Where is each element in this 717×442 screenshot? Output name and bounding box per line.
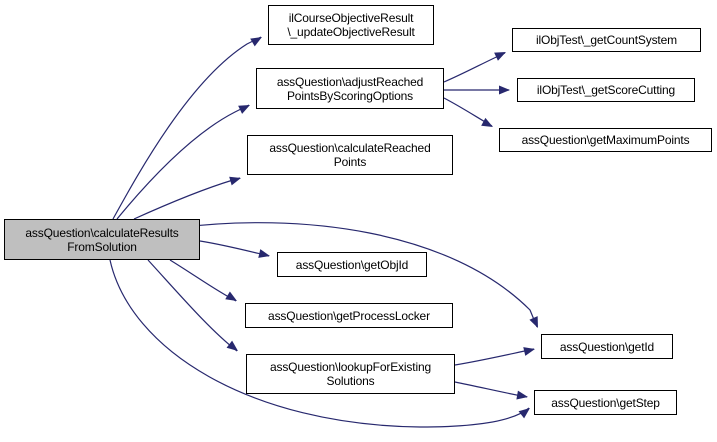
graph-node-getStep[interactable]: assQuestion\getStep	[534, 390, 677, 415]
arrow-getId-curve	[529, 316, 538, 328]
graph-node-getObjId[interactable]: assQuestion\getObjId	[277, 252, 427, 277]
arrow-lookupForExisting	[226, 340, 238, 351]
edge-to-calculateReachedPoints	[133, 177, 241, 220]
graph-node-getProcessLocker[interactable]: assQuestion\getProcessLocker	[245, 303, 453, 328]
arrow-getCountSystem	[494, 52, 506, 61]
graph-node-label-getId: assQuestion\getId	[559, 339, 655, 354]
arrow-getStep-curve	[518, 408, 530, 419]
edge-to-adjustReachedPoints	[116, 104, 250, 220]
edge-to-getProcessLocker	[169, 259, 237, 302]
graph-node-lookupForExistingSolutions[interactable]: assQuestion\lookupForExisting Solutions	[246, 354, 455, 394]
graph-node-label-calculateReachedPoints: assQuestion\calculateReached Points	[269, 141, 431, 169]
graph-node-label-getObjId: assQuestion\getObjId	[295, 257, 409, 272]
edge-lookup-to-getId	[454, 348, 535, 366]
edge-adjust-to-getMaximumPoints	[443, 97, 493, 127]
graph-node-getId[interactable]: assQuestion\getId	[541, 334, 673, 359]
edge-to-lookupForExisting	[147, 259, 238, 352]
graph-node-label-adjustReachedPointsByScoringOptions: assQuestion\adjustReached PointsByScorin…	[276, 74, 424, 103]
graph-node-label-getProcessLocker: assQuestion\getProcessLocker	[268, 308, 430, 323]
arrow-getMaximumPoints	[481, 117, 493, 127]
arrow-getObjId	[258, 249, 270, 258]
graph-node-getScoreCutting[interactable]: ilObjTest\_getScoreCutting	[517, 78, 695, 102]
edge-to-getStep-curve	[109, 259, 530, 428]
graph-node-getCountSystem[interactable]: ilObjTest\_getCountSystem	[512, 28, 701, 52]
graph-node-label-getScoreCutting: ilObjTest\_getScoreCutting	[536, 83, 676, 97]
arrow-lookup-getStep	[516, 390, 528, 400]
arrow-adjustReachedPoints	[238, 105, 250, 114]
edge-to-getObjId	[199, 240, 270, 257]
edge-to-updateObjectiveResult	[112, 36, 262, 220]
arrow-getScoreCutting	[499, 85, 510, 95]
graph-node-getMaximumPoints[interactable]: assQuestion\getMaximumPoints	[499, 128, 712, 152]
graph-node-adjustReachedPointsByScoringOptions[interactable]: assQuestion\adjustReached PointsByScorin…	[256, 68, 444, 109]
graph-node-label-lookupForExistingSolutions: assQuestion\lookupForExisting Solutions	[269, 360, 432, 388]
graph-node-calculateResultsFromSolution[interactable]: assQuestion\calculateResults FromSolutio…	[4, 219, 200, 260]
arrow-getProcessLocker	[225, 291, 237, 301]
graph-node-label-getMaximumPoints: assQuestion\getMaximumPoints	[521, 133, 690, 147]
arrow-calculateReachedPoints	[229, 176, 241, 186]
graph-node-label-calculateResultsFromSolution: assQuestion\calculateResults FromSolutio…	[25, 225, 179, 254]
edge-lookup-to-getStep	[454, 381, 528, 398]
edge-adjust-to-getCountSystem	[443, 52, 506, 83]
graph-node-label-updateObjectiveResult: ilCourseObjectiveResult \_updateObjectiv…	[287, 11, 415, 39]
arrow-updateObjectiveResult	[250, 37, 262, 47]
graph-node-calculateReachedPoints[interactable]: assQuestion\calculateReached Points	[247, 135, 453, 175]
graph-node-label-getCountSystem: ilObjTest\_getCountSystem	[536, 33, 677, 47]
graph-node-label-getStep: assQuestion\getStep	[551, 395, 660, 410]
arrow-lookup-getId	[523, 347, 535, 356]
graph-node-updateObjectiveResult[interactable]: ilCourseObjectiveResult \_updateObjectiv…	[268, 5, 434, 45]
